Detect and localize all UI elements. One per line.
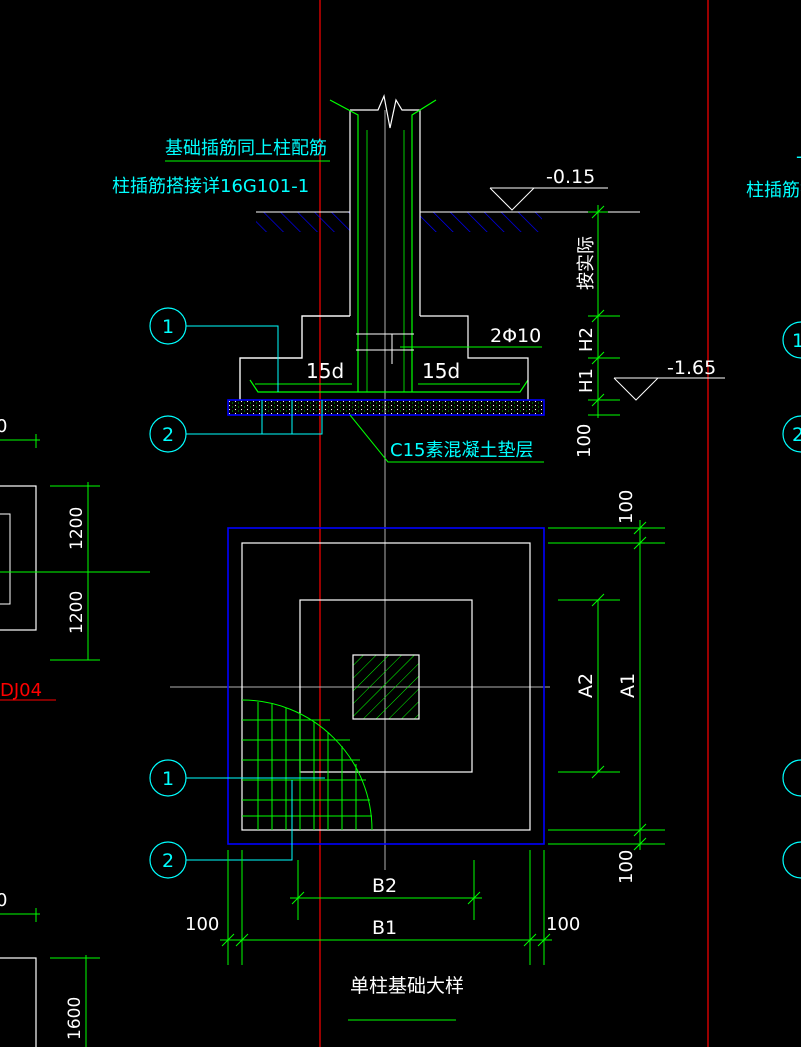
rebar-2phi10-label: 2Φ10 [490, 325, 541, 347]
dim-pad-100: 100 [574, 424, 595, 458]
foundation-plan: 1 2 100 A1 A2 100 [149, 490, 665, 1021]
dim-h2: H2 [576, 327, 597, 352]
column-rebars [249, 99, 529, 393]
plan-callout-1-text: 1 [162, 768, 174, 790]
right-partial-drawing: 柱插筋搭 - 1 2 [746, 146, 801, 879]
right-callout-2-icon [782, 415, 801, 453]
plan-dim-b2: B2 [372, 875, 397, 897]
plan-horizontal-dimensions [220, 850, 552, 965]
plan-dim-b1: B1 [372, 917, 397, 939]
footing-stirrups [356, 333, 414, 364]
right-callout-1-text: 1 [792, 330, 801, 352]
dim-by-actual: 按实际 [576, 236, 597, 290]
elevation-marker-top [489, 187, 608, 211]
plan-dim-a2: A2 [575, 673, 597, 698]
left-dim-1600: 1600 [65, 997, 85, 1040]
section-callout-1-text: 1 [162, 316, 174, 338]
left-dim-1200-bottom: 1200 [67, 591, 87, 634]
plan-dim-bottom-100: 100 [616, 850, 637, 884]
anchor-15d-right: 15d [422, 359, 460, 383]
right-callout-2-text: 2 [792, 424, 801, 446]
plan-footing-outline [241, 542, 531, 831]
right-callout-2b-icon [782, 841, 801, 879]
plan-pad-outline [227, 527, 545, 845]
left-cut-0-bottom: 0 [0, 890, 7, 911]
dim-h1: H1 [576, 368, 597, 393]
plan-callout-2-text: 2 [162, 850, 174, 872]
plan-vertical-dimensions [548, 520, 665, 851]
ground-hatch [256, 211, 640, 232]
plan-dim-top-100: 100 [616, 490, 637, 524]
elevation-top-label: -0.15 [546, 166, 595, 188]
right-callout-1b-icon [782, 759, 801, 797]
column-outline [349, 93, 421, 316]
plan-step-outline [299, 599, 473, 773]
plan-dim-left-100: 100 [185, 914, 219, 935]
foundation-section: 15d 15d 2Φ10 基础插筋同上柱配筋 柱插筋搭接详16G101-1 -0… [112, 93, 725, 463]
plan-title: 单柱基础大样 [350, 975, 464, 997]
right-partial-note-fragment-icon: - [796, 146, 801, 167]
plan-callout-2: 2 [149, 780, 293, 879]
note-rebar-same-as-column: 基础插筋同上柱配筋 [165, 138, 327, 159]
red-frame-lines [319, 0, 709, 1047]
footing-steps [239, 315, 529, 400]
note-lap-detail: 柱插筋搭接详16G101-1 [112, 176, 309, 197]
left-label-dj04: DJ04 [0, 680, 42, 701]
elevation-bottom-label: -1.65 [667, 357, 716, 379]
anchor-15d-left: 15d [306, 359, 344, 383]
plan-callout-1: 1 [149, 759, 325, 797]
pad-note: C15素混凝土垫层 [390, 440, 533, 461]
left-dim-1200-top: 1200 [67, 507, 87, 550]
right-partial-note: 柱插筋搭 [746, 180, 801, 201]
elevation-marker-bottom [613, 377, 725, 401]
section-callout-2: 2 [149, 400, 323, 453]
left-partial-drawing: 0 1200 1200 DJ04 0 1600 [0, 416, 150, 1047]
section-vertical-dimensions [588, 205, 620, 418]
plan-column-hatched [352, 654, 420, 720]
plan-rebar-grid [241, 699, 373, 831]
right-callout-1-icon [782, 321, 801, 359]
plan-dim-a1: A1 [617, 673, 639, 698]
left-cut-0-top: 0 [0, 416, 7, 437]
plan-dim-right-100: 100 [546, 914, 580, 935]
c15-pad [227, 399, 545, 416]
section-callout-2-text: 2 [162, 424, 174, 446]
section-callout-1: 1 [149, 307, 279, 392]
